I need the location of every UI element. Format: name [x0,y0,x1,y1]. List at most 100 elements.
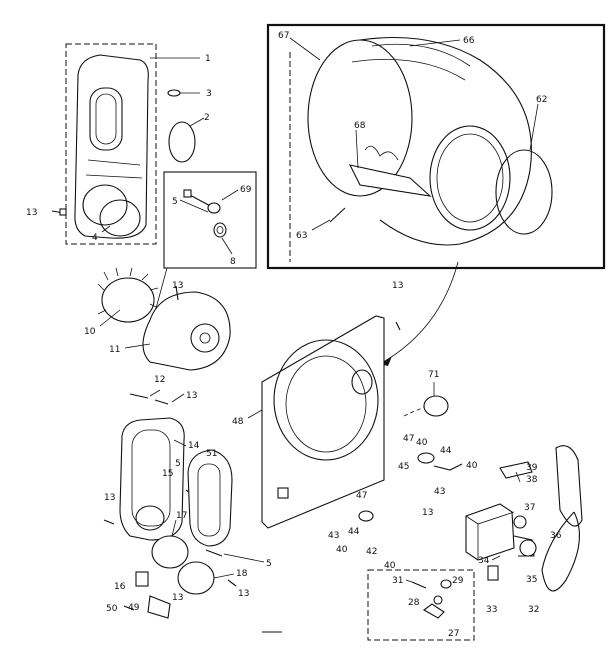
exhaust-duct [119,417,185,541]
rear-bulkhead-slot [277,487,289,499]
leader-11 [124,343,151,349]
drum-shell [359,36,532,246]
rear-bulkhead-opening-inner [285,355,367,453]
leader-2 [189,117,205,127]
rear-screw [395,321,401,331]
switch-group-box [367,569,475,641]
hardware-group-box [163,171,257,269]
blower-hub-center [199,332,211,344]
callout-69: 69 [240,185,252,195]
callout-37: 37 [524,503,535,513]
leader-10 [99,309,121,327]
leader-5c [223,553,265,563]
callout-17: 17 [176,511,187,521]
bearing-nut [213,222,227,238]
bulkhead-upper-opening [89,87,123,151]
drive-motor [465,503,515,561]
terminal-block [135,571,149,587]
bulkhead-lower-opening [82,184,128,226]
leader-17 [171,519,177,537]
callout-13e: 13 [104,493,115,503]
callout-13h: 13 [172,593,183,603]
leader-67 [289,37,321,61]
callout-62: 62 [536,95,547,105]
callout-43a: 43 [434,487,445,497]
connector-hardware-to-blower [154,267,168,313]
drum-front-opening [429,125,511,231]
blower-wheel [101,277,155,323]
callout-28: 28 [408,598,420,608]
leader-63 [311,219,331,231]
blower-housing-hub [190,323,220,353]
callout-5a: 5 [172,197,178,207]
callout-11: 11 [109,345,120,355]
leader-8 [221,237,233,255]
connector-drum-to-bulkhead [379,261,459,365]
lint-trap-housing [187,449,233,547]
mount-spring [205,549,223,557]
callout-40d: 40 [384,561,396,571]
callout-labels: 1 3 2 13 4 5 69 8 67 66 62 68 63 13 10 1… [26,31,562,639]
callout-44a: 44 [440,446,452,456]
callout-12: 12 [154,375,165,385]
callout-13b: 13 [172,281,183,291]
callout-38: 38 [526,475,538,485]
motor-clamp [487,565,499,581]
leader-48 [247,409,263,419]
motor-cap [151,535,189,569]
leader-38 [515,471,521,483]
callout-15: 15 [162,469,173,479]
drive-belt-lower [541,511,580,592]
idler-pulley-bracket [417,452,435,464]
switch-pivot [433,595,443,605]
drum-screw [329,207,346,223]
callout-34: 34 [478,556,490,566]
callout-18: 18 [236,569,248,579]
callout-5b: 5 [175,459,181,469]
motor-assembly [465,445,583,592]
bulkhead-rib-2 [85,174,143,179]
callout-5c: 5 [266,559,272,569]
leader-14 [173,439,187,447]
callout-13c: 13 [392,281,403,291]
drive-belt-upper [555,445,583,527]
leader-4 [101,225,111,233]
front-bulkhead-panel [74,54,149,239]
washer [207,202,221,214]
drum-group-box [266,23,606,270]
callout-43b: 43 [328,531,339,541]
callout-40b: 40 [466,461,478,471]
callout-33: 33 [486,605,497,615]
lower-left-parts [123,519,265,619]
callout-36: 36 [550,531,562,541]
idler-bracket [499,461,533,479]
callout-35: 35 [526,575,537,585]
switch-group [367,569,475,641]
vent-cover [423,395,449,417]
drum-group [266,23,606,270]
exhaust-duct-inner [131,429,171,527]
callout-50: 50 [106,604,118,614]
switch-spring [440,579,452,589]
callout-1: 1 [205,54,211,64]
screw-head-left [59,208,67,216]
callout-31: 31 [392,576,403,586]
callout-49: 49 [128,603,140,613]
exhaust-duct-outlet [135,505,165,531]
callout-67: 67 [278,31,289,41]
callout-29: 29 [452,576,464,586]
callout-47b: 47 [356,491,367,501]
front-bulkhead-group [51,43,205,245]
drum-baffle [348,164,432,197]
drum-cutaway [364,145,399,161]
callout-51: 51 [206,449,217,459]
callout-14: 14 [188,441,200,451]
callout-32: 32 [528,605,539,615]
leader-5a [179,199,209,213]
blower-housing [142,291,231,371]
callout-66: 66 [463,36,475,46]
duct-clamp-screw [154,399,169,405]
thermostat [147,595,171,619]
drum-rib [371,43,471,67]
